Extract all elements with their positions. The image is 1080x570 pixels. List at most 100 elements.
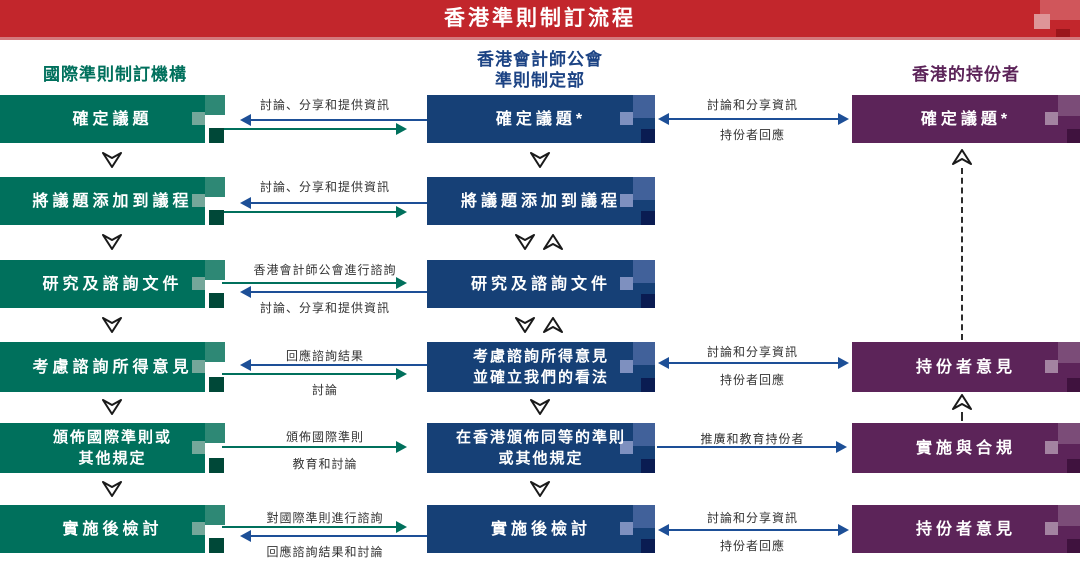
pixel-decoration bbox=[205, 260, 225, 280]
box-fill bbox=[427, 95, 655, 143]
arrow-double-icon bbox=[658, 524, 849, 536]
box-label: 頒佈國際準則或 其他規定 bbox=[52, 429, 172, 467]
arrow-right-icon bbox=[222, 521, 407, 533]
dotted-feedback-line bbox=[961, 412, 963, 421]
link-label: 頒佈國際準則 bbox=[285, 430, 364, 444]
pixel-decoration bbox=[192, 194, 205, 207]
pixel-decoration bbox=[641, 378, 655, 392]
box-fill bbox=[427, 260, 655, 308]
down-arrow-icon bbox=[515, 317, 535, 333]
link-label: 討論和分享資訊 bbox=[706, 345, 798, 359]
pixel-decoration bbox=[641, 294, 655, 308]
pixel-decoration bbox=[1058, 423, 1080, 444]
flow-box-hk-identify-issues: 確定議題* bbox=[427, 95, 655, 143]
flow-box-intl-add-agenda: 將議題添加到議程 bbox=[0, 177, 225, 225]
box-label: 確定議題* bbox=[920, 110, 1012, 128]
pixel-decoration bbox=[209, 538, 224, 553]
flow-box-intl-issue-standards: 頒佈國際準則或 其他規定 bbox=[0, 423, 225, 473]
arrow-right-icon bbox=[222, 123, 407, 135]
arrowhead bbox=[836, 441, 847, 453]
titlebar-pixel-dark bbox=[1056, 29, 1070, 40]
flow-box-hk-post-implementation: 實施後檢討 bbox=[427, 505, 655, 553]
titlebar-pixel-light bbox=[1034, 14, 1050, 29]
link-label: 回應諮詢結果 bbox=[285, 349, 364, 363]
arrow-left-icon bbox=[240, 114, 428, 126]
link-label: 討論和分享資訊 bbox=[706, 511, 798, 525]
link-label: 討論和分享資訊 bbox=[706, 98, 798, 112]
pixel-decoration bbox=[1058, 342, 1080, 363]
arrow-right-icon bbox=[222, 206, 407, 218]
link-label: 持份者回應 bbox=[719, 128, 785, 142]
pixel-decoration bbox=[1067, 539, 1080, 553]
down-arrow-icon bbox=[530, 481, 550, 497]
pixel-decoration bbox=[205, 177, 225, 197]
arrow-right-icon bbox=[222, 368, 407, 380]
box-label: 實施與合規 bbox=[915, 439, 1016, 457]
pixel-decoration bbox=[1045, 522, 1058, 535]
box-label: 考慮諮詢所得意見 bbox=[32, 358, 193, 376]
up-arrow-icon bbox=[543, 234, 563, 250]
arrowhead bbox=[240, 530, 251, 542]
down-arrow-icon bbox=[102, 399, 122, 415]
pixel-decoration bbox=[620, 441, 633, 454]
pixel-decoration bbox=[620, 112, 633, 125]
pixel-decoration bbox=[620, 522, 633, 535]
arrowhead bbox=[396, 277, 407, 289]
down-arrow-icon bbox=[102, 481, 122, 497]
arrowhead bbox=[240, 286, 251, 298]
arrowhead bbox=[396, 368, 407, 380]
box-fill bbox=[852, 505, 1080, 553]
column-header-hkicpa: 香港會計師公會 準則制定部 bbox=[477, 50, 603, 90]
arrowhead bbox=[838, 357, 849, 369]
arrowhead bbox=[658, 524, 669, 536]
box-fill bbox=[0, 260, 205, 308]
box-fill bbox=[0, 342, 205, 392]
pixel-decoration bbox=[641, 459, 655, 473]
pixel-decoration bbox=[1045, 112, 1058, 125]
box-fill bbox=[427, 177, 655, 225]
box-fill bbox=[427, 505, 655, 553]
link-label: 推廣和教育持份者 bbox=[700, 432, 805, 446]
arrow-double-icon bbox=[658, 357, 849, 369]
flow-box-implementation-compliance: 實施與合規 bbox=[852, 423, 1080, 473]
flow-box-hk-add-agenda: 將議題添加到議程 bbox=[427, 177, 655, 225]
pixel-decoration bbox=[620, 360, 633, 373]
pixel-decoration bbox=[633, 177, 655, 200]
dotted-feedback-line bbox=[961, 168, 963, 340]
titlebar-pixel-medium bbox=[1040, 0, 1080, 20]
arrowhead bbox=[838, 113, 849, 125]
flow-box-stakeholder-identify-issues: 確定議題* bbox=[852, 95, 1080, 143]
pixel-decoration bbox=[633, 423, 655, 446]
pixel-decoration bbox=[641, 129, 655, 143]
arrow-double-icon bbox=[658, 113, 849, 125]
arrow-right-icon bbox=[222, 441, 407, 453]
link-label: 討論、分享和提供資訊 bbox=[259, 301, 390, 315]
pixel-decoration bbox=[205, 505, 225, 525]
pixel-decoration bbox=[633, 342, 655, 365]
pixel-decoration bbox=[633, 95, 655, 118]
box-label: 在香港頒佈同等的準則 或其他規定 bbox=[455, 429, 626, 467]
box-fill bbox=[427, 423, 655, 473]
box-label: 確定議題 bbox=[72, 110, 153, 128]
pixel-decoration bbox=[1045, 441, 1058, 454]
arrowhead bbox=[658, 113, 669, 125]
arrow-right-icon bbox=[657, 441, 847, 453]
box-label: 實施後檢討 bbox=[62, 520, 163, 538]
pixel-decoration bbox=[209, 128, 224, 143]
arrowhead bbox=[838, 524, 849, 536]
pixel-decoration bbox=[1067, 378, 1080, 392]
titlebar-bottom-strip bbox=[0, 37, 1080, 40]
down-arrow-icon bbox=[530, 152, 550, 168]
pixel-decoration bbox=[205, 95, 225, 115]
up-arrow-icon bbox=[952, 149, 972, 165]
down-arrow-icon bbox=[102, 152, 122, 168]
box-fill bbox=[852, 342, 1080, 392]
link-label: 對國際準則進行諮詢 bbox=[266, 511, 384, 525]
arrowhead bbox=[240, 114, 251, 126]
box-fill bbox=[427, 342, 655, 392]
down-arrow-icon bbox=[102, 317, 122, 333]
pixel-decoration bbox=[205, 342, 225, 362]
pixel-decoration bbox=[1058, 505, 1080, 526]
flow-box-hk-consider-feedback: 考慮諮詢所得意見 並確立我們的看法 bbox=[427, 342, 655, 392]
box-label: 實施後檢討 bbox=[490, 520, 591, 538]
